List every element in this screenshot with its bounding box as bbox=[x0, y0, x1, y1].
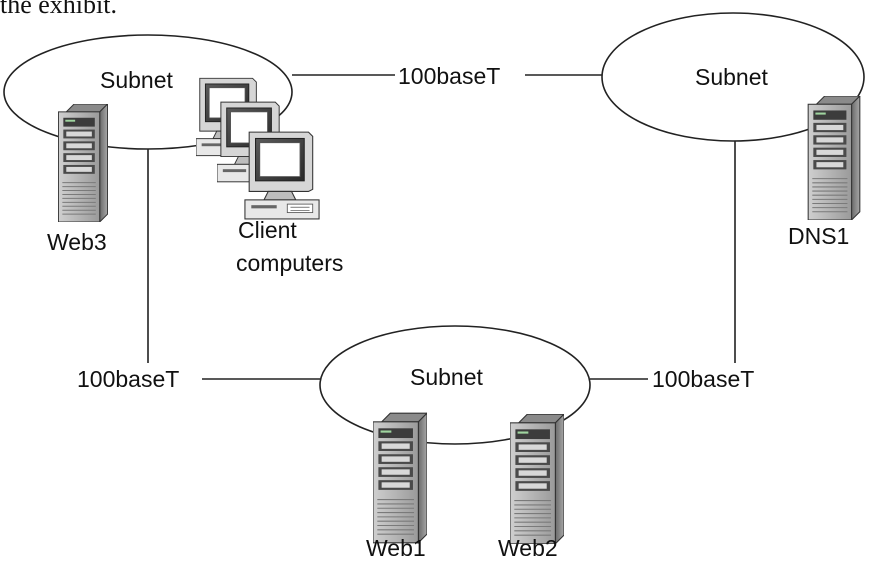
subnet-bottom bbox=[319, 325, 591, 445]
subnet-label-top-left: Subnet bbox=[100, 67, 174, 93]
server-label-web3: Web3 bbox=[47, 229, 107, 255]
server-tower-icon bbox=[373, 412, 427, 544]
subnet-top-right bbox=[601, 12, 865, 142]
link-label-left: 100baseT bbox=[77, 366, 179, 392]
server-tower-icon bbox=[510, 414, 564, 544]
clients-label-line2: computers bbox=[236, 250, 343, 276]
subnet-label-top-right: Subnet bbox=[695, 64, 769, 90]
link-label-top: 100baseT bbox=[398, 63, 500, 89]
link-label-right: 100baseT bbox=[652, 366, 754, 392]
exhibit-caption: the exhibit. bbox=[0, 0, 117, 19]
subnet-label-bottom: Subnet bbox=[410, 364, 484, 390]
server-label-web1: Web1 bbox=[366, 535, 426, 561]
server-tower-icon bbox=[807, 96, 861, 220]
server-label-web2: Web2 bbox=[498, 535, 558, 561]
server-tower-icon bbox=[58, 104, 108, 222]
server-label-dns1: DNS1 bbox=[788, 223, 849, 249]
clients-label-line1: Client bbox=[238, 217, 297, 243]
desktop-computer-icon bbox=[244, 131, 320, 220]
